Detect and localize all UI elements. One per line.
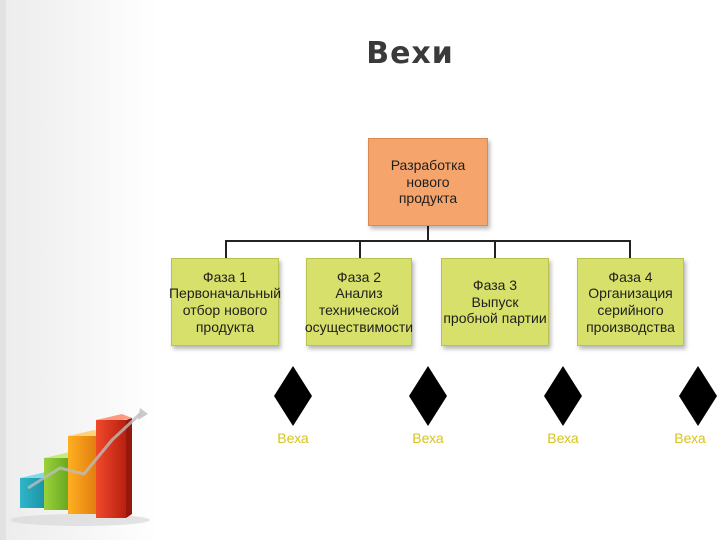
phase-box-2: Фаза 2 Анализ технической осуществимости <box>304 258 414 346</box>
left-decor-panel <box>0 0 158 540</box>
left-panel-edge <box>0 0 6 540</box>
root-down-connector <box>427 226 429 241</box>
milestone-diamond-1-icon <box>274 366 312 426</box>
phase-1-connector <box>225 240 227 258</box>
phase-3-connector <box>494 240 496 258</box>
milestone-diamond-4-icon <box>679 366 717 426</box>
phase-4-label: Фаза 4 Организация серийного производств… <box>586 268 675 335</box>
milestone-diamond-2-icon <box>409 366 447 426</box>
phase-1-label: Фаза 1 Первоначальный отбор нового проду… <box>168 268 282 335</box>
milestone-label-4: Веха <box>674 430 706 446</box>
milestone-label-3: Веха <box>547 430 579 446</box>
milestone-label-2: Веха <box>412 430 444 446</box>
phase-3-label: Фаза 3 Выпуск пробной партии <box>443 277 547 327</box>
phase-2-label: Фаза 2 Анализ технической осуществимости <box>304 268 414 335</box>
root-box-label: Разработка нового продукта <box>390 157 466 207</box>
phase-box-1: Фаза 1 Первоначальный отбор нового проду… <box>168 258 282 346</box>
slide-title: Вехи <box>366 36 454 71</box>
root-box-product-development: Разработка нового продукта <box>368 138 488 226</box>
phase-4-connector <box>629 240 631 258</box>
milestone-diamond-3-icon <box>544 366 582 426</box>
milestone-label-1: Веха <box>277 430 309 446</box>
bar-chart-decoration-icon <box>10 408 150 526</box>
phase-2-connector <box>359 240 361 258</box>
horizontal-connector <box>225 240 630 242</box>
phase-box-4: Фаза 4 Организация серийного производств… <box>577 258 684 346</box>
phase-box-3: Фаза 3 Выпуск пробной партии <box>441 258 549 346</box>
